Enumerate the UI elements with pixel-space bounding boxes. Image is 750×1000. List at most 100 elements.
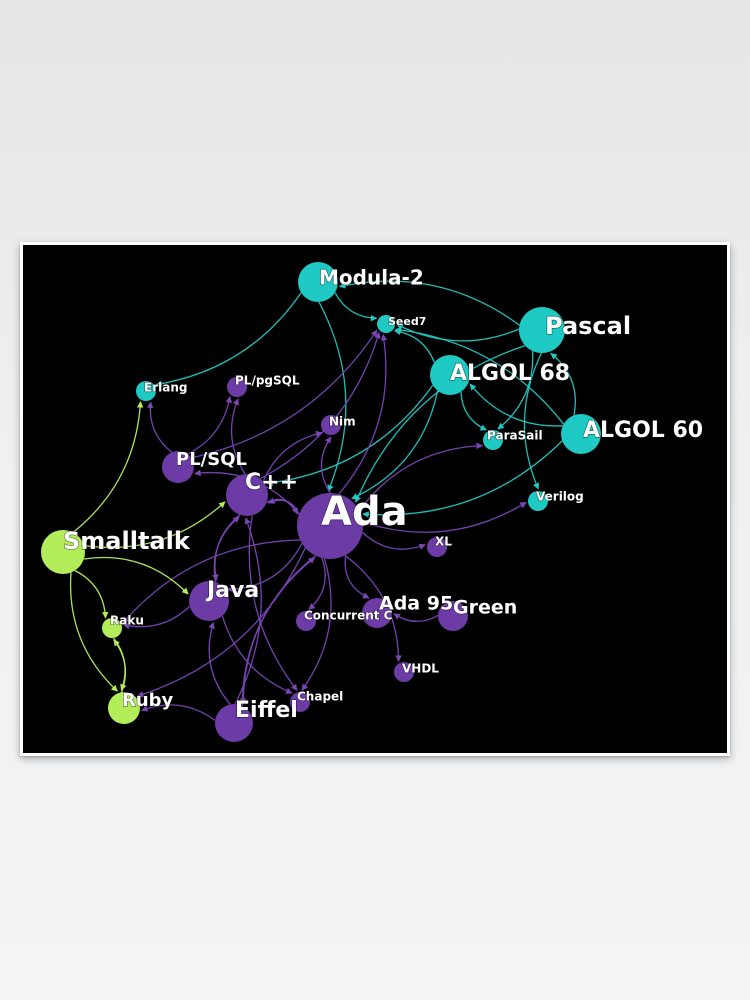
node-parasail [483, 430, 503, 450]
edge-eiffel-to-java [208, 621, 231, 705]
edge-modula2-to-seed7 [334, 292, 378, 322]
node-xl [427, 537, 447, 557]
edge-plsql-to-erlang [146, 401, 173, 453]
node-pascal [519, 307, 565, 353]
edge-ada-to-raku [122, 539, 301, 624]
edge-algol68-to-parasail [460, 391, 487, 431]
node-label-concurrentc: Concurrent C [304, 609, 393, 623]
node-label-ruby: Ruby [122, 690, 174, 711]
edge-cpp-to-java [212, 514, 241, 581]
edge-modula2-to-ada [318, 301, 347, 492]
edge-pascal-to-ada [354, 344, 526, 503]
node-layer [41, 262, 601, 742]
edge-eiffel-to-cpp [234, 517, 262, 705]
edge-ada-to-ada95 [344, 554, 370, 599]
node-label-ada: Ada [321, 489, 408, 535]
edge-eiffel-to-ruby [141, 704, 216, 721]
edge-ada-to-verilog [362, 501, 527, 533]
node-cpp [226, 474, 268, 516]
node-java [189, 581, 229, 621]
node-label-raku: Raku [110, 614, 144, 628]
edge-ada-to-concurrentc [308, 557, 326, 610]
edge-smalltalk-to-cpp [83, 501, 226, 549]
edge-plsql-to-seed7 [191, 329, 378, 459]
node-green [438, 601, 468, 631]
edge-pascal-to-modula2 [338, 280, 520, 326]
node-label-plpgsql: PL/pgSQL [235, 374, 300, 388]
node-label-xl: XL [435, 535, 452, 549]
node-label-vhdl: VHDL [402, 662, 439, 676]
edge-pascal-to-verilog [523, 352, 543, 490]
node-label-smalltalk: Smalltalk [63, 527, 191, 555]
edge-raku-to-ruby [112, 637, 127, 691]
edge-ada-to-seed7 [338, 333, 388, 495]
node-eiffel [215, 704, 253, 742]
edge-ada-to-cpp [267, 497, 300, 515]
node-label-java: Java [205, 578, 259, 603]
edge-algol60-to-seed7 [394, 326, 565, 425]
node-modula2 [298, 262, 338, 302]
edge-smalltalk-to-erlang [72, 401, 144, 533]
node-label-seed7: Seed7 [388, 315, 426, 328]
edge-java-to-raku [122, 605, 191, 630]
node-label-chapel: Chapel [297, 690, 343, 704]
node-plpgsql [227, 377, 247, 397]
node-ada [297, 493, 363, 559]
edge-modula2-to-erlang [155, 292, 302, 387]
edge-ada-to-java [227, 543, 303, 593]
edge-cpp-to-plpgsql [230, 398, 246, 475]
node-ruby [108, 692, 140, 724]
edge-ruby-to-raku [113, 639, 127, 693]
node-label-ada95: Ada 95 [379, 593, 453, 615]
node-algol68 [430, 355, 470, 395]
node-ada95 [362, 598, 392, 628]
node-label-green: Green [453, 597, 517, 619]
node-vhdl [394, 662, 414, 682]
edge-cpp-to-ada [266, 498, 298, 515]
node-erlang [136, 381, 156, 401]
edge-algol60-to-ada [362, 440, 563, 518]
edge-algol60-to-algol68 [469, 383, 563, 427]
edge-ada-to-ruby [136, 547, 306, 698]
node-seed7 [377, 315, 395, 333]
edge-algol68-to-ada [351, 390, 439, 500]
edge-java-to-chapel [221, 615, 293, 694]
edge-plsql-to-plpgsql [187, 396, 233, 455]
edge-cpp-to-nim [262, 430, 323, 482]
node-label-modula2: Modula-2 [319, 266, 424, 290]
edge-pascal-to-parasail [497, 350, 534, 430]
node-algol60 [561, 414, 601, 454]
node-label-pascal: Pascal [545, 312, 631, 340]
edge-ada-to-xl [361, 531, 426, 550]
node-label-erlang: Erlang [144, 381, 187, 395]
edge-green-to-ada95 [393, 613, 439, 623]
node-nim [321, 415, 341, 435]
edge-algol60-to-pascal [550, 352, 576, 416]
node-label-algol60: ALGOL 60 [583, 418, 703, 443]
edge-ada-to-nim [320, 436, 332, 494]
node-concurrentc [296, 611, 316, 631]
node-label-eiffel: Eiffel [235, 698, 298, 723]
node-label-plsql: PL/SQL [176, 449, 247, 470]
node-label-algol68: ALGOL 68 [450, 361, 570, 386]
node-label-cpp: C++ [245, 470, 298, 495]
node-smalltalk [41, 530, 85, 574]
node-label-parasail: ParaSail [487, 429, 543, 443]
edge-java-to-cpp [213, 516, 240, 583]
node-label-verilog: Verilog [536, 490, 584, 504]
edge-ada-to-chapel [301, 558, 332, 691]
edge-smalltalk-to-java [83, 556, 189, 595]
node-raku [102, 618, 122, 638]
node-verilog [528, 491, 548, 511]
edge-layer [69, 280, 576, 721]
edge-cpp-to-chapel [248, 515, 298, 691]
edge-pascal-to-seed7 [396, 323, 520, 342]
edge-smalltalk-to-raku [74, 569, 109, 619]
node-label-nim: Nim [329, 415, 356, 429]
node-chapel [290, 692, 310, 712]
edge-ada-to-parasail [358, 442, 484, 511]
